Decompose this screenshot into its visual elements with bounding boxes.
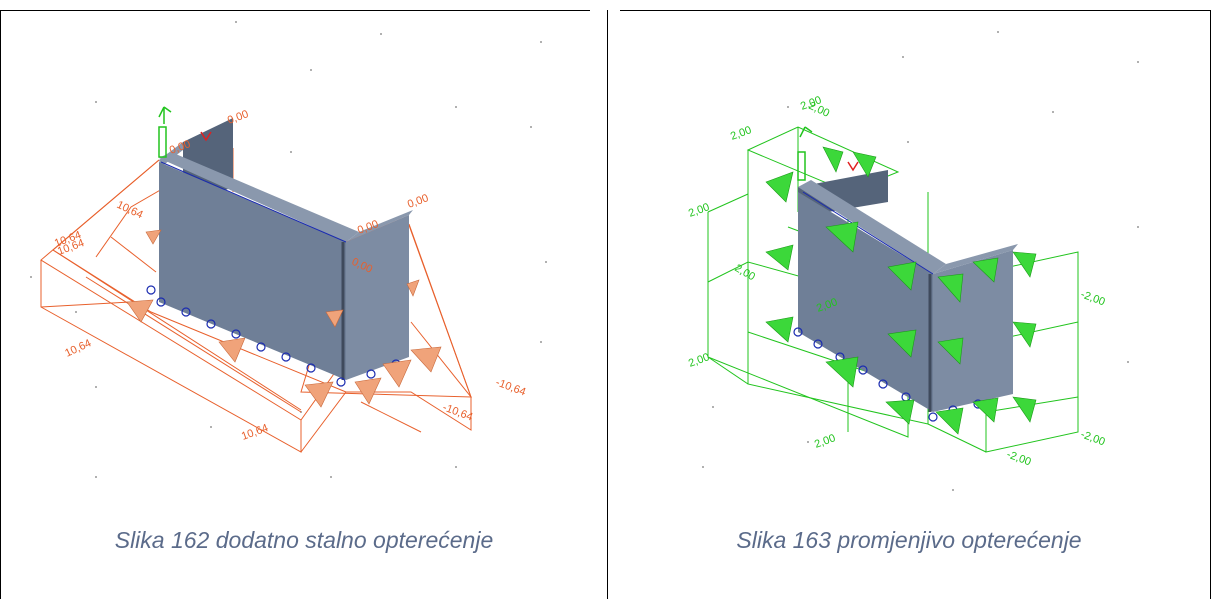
load-label: 2,00 [729, 124, 753, 143]
load-arrows [765, 146, 1037, 435]
load-label: 0,00 [226, 108, 250, 127]
load-arrows [126, 229, 442, 408]
load-label: -2,00 [1079, 429, 1107, 449]
grid-dots [30, 21, 547, 478]
axis-x-icon [200, 131, 212, 142]
load-envelope [40, 147, 473, 453]
structure-model-162: 0,00 0,00 0,00 0,00 0,00 10,64 10,64 10,… [30, 21, 547, 478]
figure-caption-163: Slika 163 promjenjivo opterećenje [736, 527, 1082, 553]
table-top-border-right [620, 10, 1211, 11]
table-left-border [0, 10, 1, 599]
wall-assembly [159, 118, 413, 380]
figure-panel-163: 2,00 2,00 2,00 2,00 2,00 2,00 2,00 2,00 … [608, 12, 1210, 599]
load-label: 0,00 [406, 192, 430, 211]
table-middle-border [607, 10, 608, 599]
load-label: -10,64 [494, 377, 527, 399]
axis-icon [158, 106, 172, 158]
load-label: 2,00 [687, 351, 711, 370]
table-top-border-left [0, 10, 590, 11]
load-label: 10,64 [63, 337, 93, 360]
structure-model-163: 2,00 2,00 2,00 2,00 2,00 2,00 2,00 2,00 … [687, 31, 1139, 491]
grid-dots [702, 31, 1139, 491]
load-label: 2,00 [813, 432, 837, 451]
axis-x-icon [847, 161, 859, 172]
load-label: -2,00 [1005, 449, 1033, 469]
load-label: -2,00 [1079, 289, 1107, 309]
load-label: 2,00 [733, 262, 758, 283]
axis-icon [797, 126, 813, 181]
wall-assembly [798, 170, 1018, 412]
figure-caption-162: Slika 162 dodatno stalno opterećenje [114, 527, 494, 553]
load-label: -10,64 [441, 402, 474, 424]
figure-panel-162: 0,00 0,00 0,00 0,00 0,00 10,64 10,64 10,… [1, 12, 607, 599]
load-label: 10,64 [240, 422, 270, 443]
